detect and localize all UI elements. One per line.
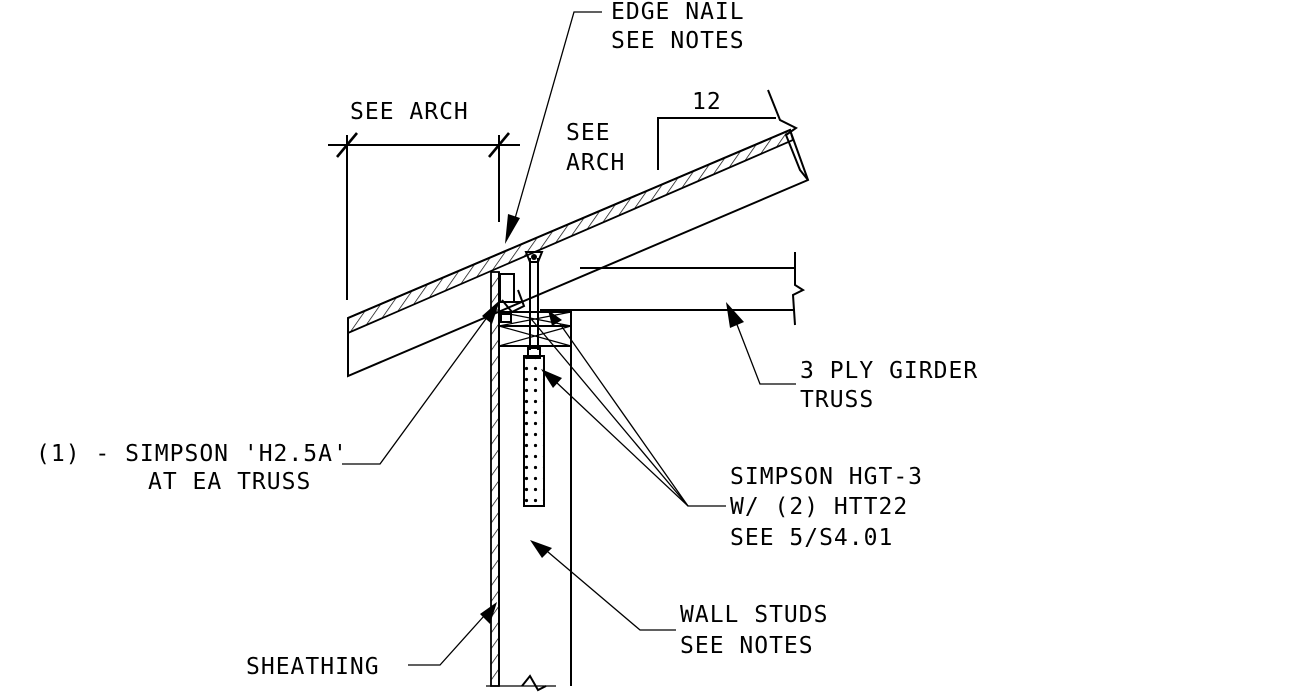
see-arch-dimension: SEE ARCH: [328, 99, 520, 300]
see-arch-label-a: SEE: [566, 120, 611, 146]
h25a-label-2: AT EA TRUSS: [148, 469, 311, 495]
edge-nail-label: EDGE NAIL: [611, 0, 745, 25]
slope-rise-label: 12: [692, 89, 722, 115]
wall-assembly: [486, 271, 572, 692]
hgt-hardware: [523, 251, 545, 507]
see-arch-label-b: ARCH: [566, 150, 625, 176]
wall-studs-label: WALL STUDS: [680, 602, 828, 628]
girder-truss-label-2: TRUSS: [800, 387, 874, 413]
hgt-label: SIMPSON HGT-3: [730, 464, 923, 490]
edge-nail-notes-label: SEE NOTES: [611, 28, 745, 54]
slope-indicator: 12 SEE ARCH: [566, 89, 776, 176]
wall-studs-label-2: SEE NOTES: [680, 633, 814, 659]
girder-truss: [540, 252, 806, 326]
see-arch-dim-label: SEE ARCH: [350, 99, 469, 125]
roof-sheathing-hatch: [347, 128, 795, 335]
wall-sheathing: [490, 271, 500, 687]
h25a-label: (1) - SIMPSON 'H2.5A': [36, 441, 348, 467]
hgt-label-3: SEE 5/S4.01: [730, 525, 893, 551]
leader-lines: [342, 11, 796, 666]
sloped-roof-chord: [347, 89, 810, 378]
sheathing-label: SHEATHING: [246, 654, 380, 680]
hgt-label-2: W/ (2) HTT22: [730, 494, 908, 520]
h25a-clip: [499, 273, 526, 323]
girder-truss-label: 3 PLY GIRDER: [800, 358, 978, 384]
